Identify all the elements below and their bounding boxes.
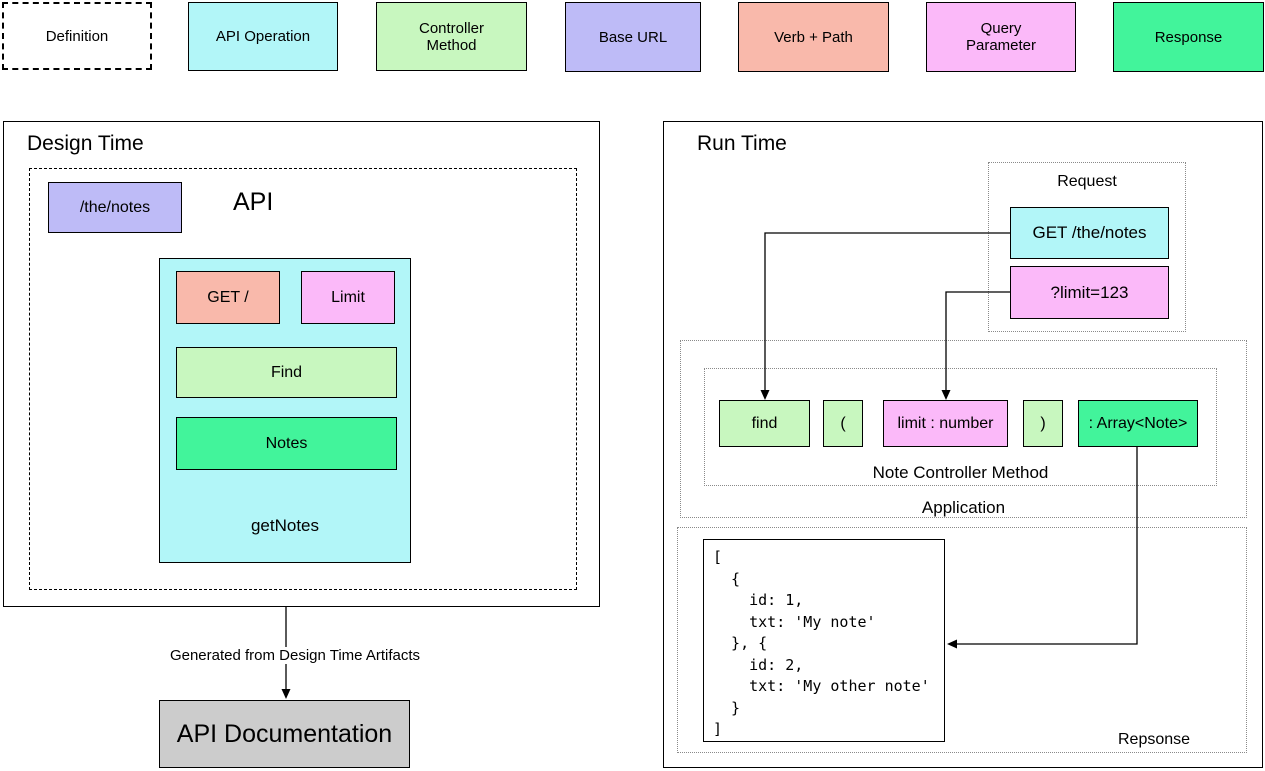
design-controller-method-label: Find xyxy=(270,363,303,381)
token-method-name-label: find xyxy=(751,414,778,432)
api-documentation-box: API Documentation xyxy=(159,700,410,768)
operation-name-label: getNotes xyxy=(250,516,320,535)
note-controller-method-label: Note Controller Method xyxy=(872,463,1049,482)
token-open-paren-label: ( xyxy=(840,414,846,432)
request-verb-path-box: GET /the/notes xyxy=(1010,207,1169,259)
run-time-section xyxy=(663,121,1263,768)
request-query-param-box: ?limit=123 xyxy=(1010,266,1169,319)
request-query-param-label: ?limit=123 xyxy=(1050,282,1129,302)
token-return-type-label: : Array<Note> xyxy=(1088,414,1188,432)
code-line: id: 1, xyxy=(713,591,804,609)
token-close-paren-label: ) xyxy=(1040,414,1046,432)
generated-arrow-label: Generated from Design Time Artifacts xyxy=(150,647,440,664)
legend-response: Response xyxy=(1113,2,1264,72)
response-frame-label: Repsonse xyxy=(1118,731,1191,748)
design-response-label: Notes xyxy=(265,434,308,452)
token-parameter-box: limit : number xyxy=(883,400,1008,447)
code-line: [ xyxy=(713,548,723,566)
code-line: } xyxy=(713,698,741,717)
arrowhead-doc xyxy=(281,689,291,699)
code-line: { xyxy=(713,569,741,588)
legend-verb-path-label: Verb + Path xyxy=(774,28,853,46)
design-controller-method-box: Find xyxy=(176,347,397,398)
design-response-box: Notes xyxy=(176,417,397,470)
api-definition-frame xyxy=(29,168,577,590)
legend-controller-method-label: Controller Method xyxy=(418,19,485,54)
legend-api-operation-label: API Operation xyxy=(215,28,311,45)
code-line: ] xyxy=(713,720,723,738)
token-close-paren-box: ) xyxy=(1023,400,1063,447)
code-line: }, { xyxy=(713,634,768,652)
design-query-param-box: Limit xyxy=(301,271,395,324)
token-open-paren-box: ( xyxy=(823,400,863,447)
legend-verb-path: Verb + Path xyxy=(738,2,889,72)
application-frame-label: Application xyxy=(921,498,1006,517)
token-method-name-box: find xyxy=(719,400,810,447)
legend-query-parameter: Query Parameter xyxy=(926,2,1076,72)
design-time-section xyxy=(3,121,600,607)
legend-query-parameter-label: Query Parameter xyxy=(965,20,1037,54)
design-time-title: Design Time xyxy=(27,132,144,155)
legend-response-label: Response xyxy=(1154,28,1223,46)
design-base-url-label: /the/notes xyxy=(79,198,151,216)
request-verb-path-label: GET /the/notes xyxy=(1032,223,1147,242)
legend-api-operation: API Operation xyxy=(188,2,338,71)
legend-controller-method: Controller Method xyxy=(376,2,527,71)
legend-base-url-label: Base URL xyxy=(598,28,668,46)
response-code-box: [ { id: 1, txt: 'My note' }, { id: 2, tx… xyxy=(703,539,945,742)
design-verb-path-label: GET / xyxy=(207,288,249,306)
design-verb-path-box: GET / xyxy=(176,271,280,324)
api-frame-label: API xyxy=(233,188,274,216)
token-parameter-label: limit : number xyxy=(897,414,994,432)
design-query-param-label: Limit xyxy=(331,288,365,306)
code-line: txt: 'My other note' xyxy=(713,677,930,695)
token-return-type-box: : Array<Note> xyxy=(1078,400,1198,447)
api-documentation-label: API Documentation xyxy=(176,719,393,748)
design-base-url-box: /the/notes xyxy=(48,182,182,233)
code-line: id: 2, xyxy=(713,655,804,674)
legend-base-url: Base URL xyxy=(565,2,701,72)
run-time-title: Run Time xyxy=(697,132,787,155)
legend-definition-label: Definition xyxy=(45,27,109,45)
code-line: txt: 'My note' xyxy=(713,612,876,631)
request-frame-label: Request xyxy=(1057,173,1117,190)
legend-definition: Definition xyxy=(2,2,152,70)
